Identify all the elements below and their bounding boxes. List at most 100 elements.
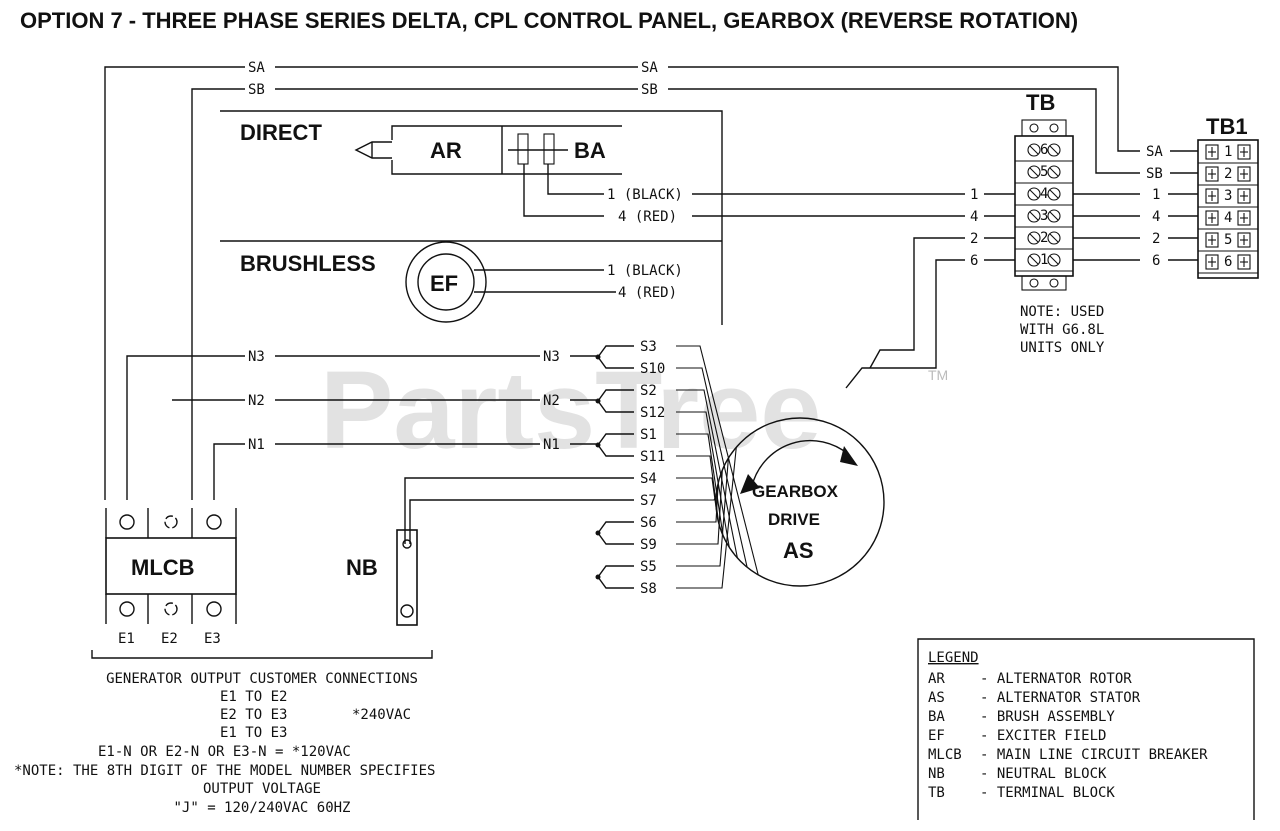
stator-lead-s3: S3: [640, 339, 657, 355]
sa-wire: SA SA SA: [104, 60, 1198, 500]
wire-6-label-tb1: 6: [1152, 253, 1160, 269]
tb-terminal-4: 4: [1040, 186, 1048, 202]
stator-lead-s12: S12: [640, 405, 665, 421]
stator-lead-s6: S6: [640, 515, 657, 531]
tb1-terminal-5: 5: [1224, 232, 1232, 248]
watermark: PartsTree: [320, 349, 821, 472]
tb1-terminal-3: 3: [1224, 188, 1232, 204]
main-line-circuit-breaker: MLCB E1 E2 E3: [105, 508, 237, 647]
stator-lead-s5: S5: [640, 559, 657, 575]
stator-lead-s9: S9: [640, 537, 657, 553]
tb1-terminal-6: 6: [1224, 254, 1232, 270]
output-note-240vac: *240VAC: [352, 707, 411, 723]
sa-label-tb1: SA: [1146, 144, 1163, 160]
legend-code-ef: EF: [928, 728, 945, 744]
stator-lead-s2: S2: [640, 383, 657, 399]
stator-lead-line: [676, 470, 723, 545]
watermark-tm: TM: [928, 367, 948, 383]
mlcb-terminal-e1: E1: [118, 631, 135, 647]
sa-label-left: SA: [248, 60, 265, 76]
alternator-rotor: AR: [354, 125, 622, 175]
ef-label: EF: [430, 271, 458, 296]
gearbox-label: GEARBOX: [752, 482, 839, 501]
wire-4-label-tb1: 4: [1152, 209, 1160, 225]
mlcb-terminal-e2: E2: [161, 631, 178, 647]
tb-note-line-2: WITH G6.8L: [1020, 322, 1104, 338]
legend-code-tb: TB: [928, 785, 945, 801]
output-bracket: [91, 650, 433, 659]
terminal-block-tb1: TB1 1 2 3 4 5 6: [1197, 114, 1259, 279]
drive-label: DRIVE: [768, 510, 820, 529]
tb1-label: TB1: [1206, 114, 1248, 139]
direct-separator: [220, 110, 723, 325]
tb-note-line-1: NOTE: USED: [1020, 304, 1104, 320]
tb1-terminal-4: 4: [1224, 210, 1232, 226]
legend-code-as: AS: [928, 690, 945, 706]
direct-wire-1-label: 1 (BLACK): [607, 187, 683, 203]
brushless-wire-1-label: 1 (BLACK): [607, 263, 683, 279]
n3-wire: N3 N3: [126, 349, 596, 500]
stator-lead-line: [676, 447, 737, 589]
wire-2-label-tb: 2: [970, 231, 978, 247]
ar-label: AR: [430, 138, 462, 163]
wire-1-label-tb1: 1: [1152, 187, 1160, 203]
tb-label: TB: [1026, 90, 1055, 115]
stator-lead-line: [676, 477, 717, 510]
output-note-e1-e3: E1 TO E3: [220, 725, 287, 741]
stator-lead-line: [676, 458, 729, 567]
sb-label-left: SB: [248, 82, 265, 98]
tb-terminal-3: 3: [1040, 208, 1048, 224]
output-note-e2-e3: E2 TO E3: [220, 707, 287, 723]
legend-code-ba: BA: [928, 709, 945, 725]
stator-lead-s1: S1: [640, 427, 657, 443]
stator-lead-s11: S11: [640, 449, 665, 465]
stator-lead-line: [676, 495, 717, 501]
nb-label: NB: [346, 555, 378, 580]
sb-wire: SB SB SB: [191, 82, 1198, 500]
direct-heading: DIRECT: [240, 120, 322, 145]
tb1-terminal-1: 1: [1224, 144, 1232, 160]
direct-wire-4-label: 4 (RED): [618, 209, 677, 225]
legend-heading: LEGEND: [928, 650, 979, 666]
legend-desc-ef: - EXCITER FIELD: [980, 728, 1106, 744]
ba-label: BA: [574, 138, 606, 163]
stator-lead-s10: S10: [640, 361, 665, 377]
wire-1-label-tb: 1: [970, 187, 978, 203]
wire-2-label-tb1: 2: [1152, 231, 1160, 247]
legend-desc-nb: - NEUTRAL BLOCK: [980, 766, 1107, 782]
output-note-voltage: OUTPUT VOLTAGE: [203, 781, 321, 797]
mlcb-terminal-e3: E3: [204, 631, 221, 647]
neutral-block: NB: [346, 477, 634, 626]
n2-label-left: N2: [248, 393, 265, 409]
n2-label-mid: N2: [543, 393, 560, 409]
n3-label-mid: N3: [543, 349, 560, 365]
sa-label-mid: SA: [641, 60, 658, 76]
stator-lead-line: [676, 345, 759, 575]
diagram-title: OPTION 7 - THREE PHASE SERIES DELTA, CPL…: [20, 8, 1078, 33]
stator-lead-s7: S7: [640, 493, 657, 509]
sb-label-mid: SB: [641, 82, 658, 98]
legend-desc-ar: - ALTERNATOR ROTOR: [980, 671, 1132, 687]
stator-lead-s8: S8: [640, 581, 657, 597]
output-note-j-code: "J" = 120/240VAC 60HZ: [173, 800, 350, 816]
tb-note-line-3: UNITS ONLY: [1020, 340, 1105, 356]
wire-4-label-tb: 4: [970, 209, 978, 225]
n1-label-left: N1: [248, 437, 265, 453]
legend-desc-tb: - TERMINAL BLOCK: [980, 785, 1115, 801]
exciter-field: EF 1 (BLACK) 4 (RED): [405, 241, 683, 323]
stator-lead-line: [676, 389, 738, 559]
tb-terminal-5: 5: [1040, 164, 1048, 180]
brushless-heading: BRUSHLESS: [240, 251, 376, 276]
wire-6-label-tb: 6: [970, 253, 978, 269]
wire-2-to-stator: [869, 237, 965, 369]
stator-lead-line: [676, 367, 748, 568]
legend-desc-mlcb: - MAIN LINE CIRCUIT BREAKER: [980, 747, 1208, 763]
n1-label-mid: N1: [543, 437, 560, 453]
legend-desc-ba: - BRUSH ASSEMBLY: [980, 709, 1115, 725]
output-notes: GENERATOR OUTPUT CUSTOMER CONNECTIONS E1…: [14, 671, 435, 816]
n2-wire: N2 N2: [172, 393, 596, 409]
tb-terminal-1: 1: [1040, 252, 1048, 268]
tb1-terminal-2: 2: [1224, 166, 1232, 182]
